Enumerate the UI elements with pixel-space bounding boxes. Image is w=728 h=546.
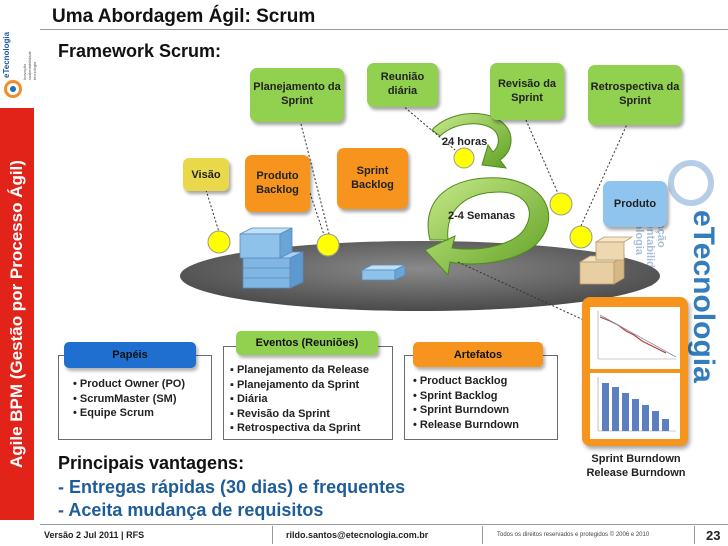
burndown-caption-sprint: Sprint Burndown <box>591 453 681 465</box>
product-backlog-stack <box>239 227 304 289</box>
list-item: • Equipe Scrum <box>73 407 154 419</box>
sprint-cycle-arrow <box>424 177 550 277</box>
page-title: Uma Abordagem Ágil: Scrum <box>52 6 316 27</box>
marker-circle <box>453 147 475 169</box>
sprint-backlog-box: Sprint Backlog <box>337 148 408 209</box>
list-item: • Product Backlog <box>413 375 508 387</box>
sprint-backlog-stack <box>361 264 406 281</box>
sidebar-red-band <box>0 108 34 520</box>
footer-separator <box>272 526 273 544</box>
horas-label: 24 horas <box>442 136 488 148</box>
footer-version: Versão 2 Jul 2011 | RFS <box>44 530 145 540</box>
connector-produto-backlog <box>304 177 326 239</box>
connector-reuniao <box>401 104 456 151</box>
artefatos-list: • Product Backlog • Sprint Backlog • Spr… <box>413 374 519 432</box>
watermark-brand: eTecnologia <box>687 210 720 383</box>
sprint-burndown-chart-thumbnail <box>590 307 680 369</box>
list-item: ▪ Planejamento da Release <box>230 364 370 376</box>
footer-separator <box>694 526 695 544</box>
watermark-logo-icon <box>668 160 714 206</box>
list-item: ▪ Retrospectiva da Sprint <box>230 422 361 434</box>
title-divider <box>40 29 728 30</box>
artefatos-header: Artefatos <box>413 342 543 367</box>
list-item: ▪ Planejamento da Sprint <box>230 378 360 391</box>
produto-backlog-box: Produto Backlog <box>245 155 310 212</box>
daily-cycle-arrow <box>431 113 512 169</box>
marker-circle <box>207 230 231 254</box>
retrospectiva-sprint-box: Retrospectiva da Sprint <box>588 65 682 125</box>
release-burndown-graphic <box>597 377 676 432</box>
footer-email: rildo.santos@etecnologia.com.br <box>286 530 429 540</box>
footer-rights: Todos os direitos reservados e protegido… <box>497 532 650 538</box>
footer-separator <box>482 526 483 544</box>
connector-retrospectiva <box>579 121 629 229</box>
semanas-label: 2-4 Semanas <box>448 210 516 222</box>
advantages-title: Principais vantagens: <box>58 453 245 473</box>
produto-box: Produto <box>603 181 667 227</box>
etecnologia-logo-icon <box>4 80 22 98</box>
connector-planejamento <box>299 119 331 239</box>
list-item: • Sprint Backlog <box>413 389 498 402</box>
page-number: 23 <box>706 528 721 543</box>
footer-divider <box>40 524 728 525</box>
burndown-caption: Sprint Burndown Release Burndown <box>574 452 698 480</box>
reuniao-diaria-box: Reunião diária <box>367 63 438 107</box>
list-item: • Release Burndown <box>413 418 519 431</box>
marker-circle <box>316 233 340 257</box>
marker-circle <box>569 225 593 249</box>
list-item: ▪ Revisão da Sprint <box>230 407 330 420</box>
artefatos-panel: • Product Backlog • Sprint Backlog • Spr… <box>404 355 558 440</box>
eventos-panel: ▪ Planejamento da Release ▪ Planejamento… <box>223 346 393 440</box>
product-boxes <box>578 236 634 285</box>
list-item: • Sprint Burndown <box>413 404 510 416</box>
advantage-item: - Entregas rápidas (30 dias) e frequente… <box>58 477 406 497</box>
connector-visao <box>205 189 220 233</box>
release-burndown-chart-thumbnail <box>590 373 680 439</box>
connector-revisao <box>525 119 561 199</box>
planejamento-sprint-box: Planejamento da Sprint <box>250 68 344 122</box>
sprint-burndown-graphic <box>597 311 677 360</box>
burndown-caption-release: Release Burndown <box>586 467 686 479</box>
papeis-panel: • Product Owner (PO) • ScrumMaster (SM) … <box>58 355 212 440</box>
eventos-list: ▪ Planejamento da Release ▪ Planejamento… <box>230 363 369 436</box>
revisao-sprint-box: Revisão da Sprint <box>490 63 564 120</box>
papeis-list: • Product Owner (PO) • ScrumMaster (SM) … <box>73 377 185 421</box>
papeis-header: Papéis <box>64 342 196 368</box>
list-item: • ScrumMaster (SM) <box>73 392 177 405</box>
visao-box: Visão <box>183 158 229 191</box>
section-subtitle: Framework Scrum: <box>58 41 222 61</box>
list-item: ▪ Diária <box>230 393 268 405</box>
list-item: • Product Owner (PO) <box>73 378 186 390</box>
marker-circle <box>549 192 573 216</box>
advantage-item: - Aceita mudança de requisitos <box>58 500 324 520</box>
eventos-header: Eventos (Reuniões) <box>236 331 378 355</box>
